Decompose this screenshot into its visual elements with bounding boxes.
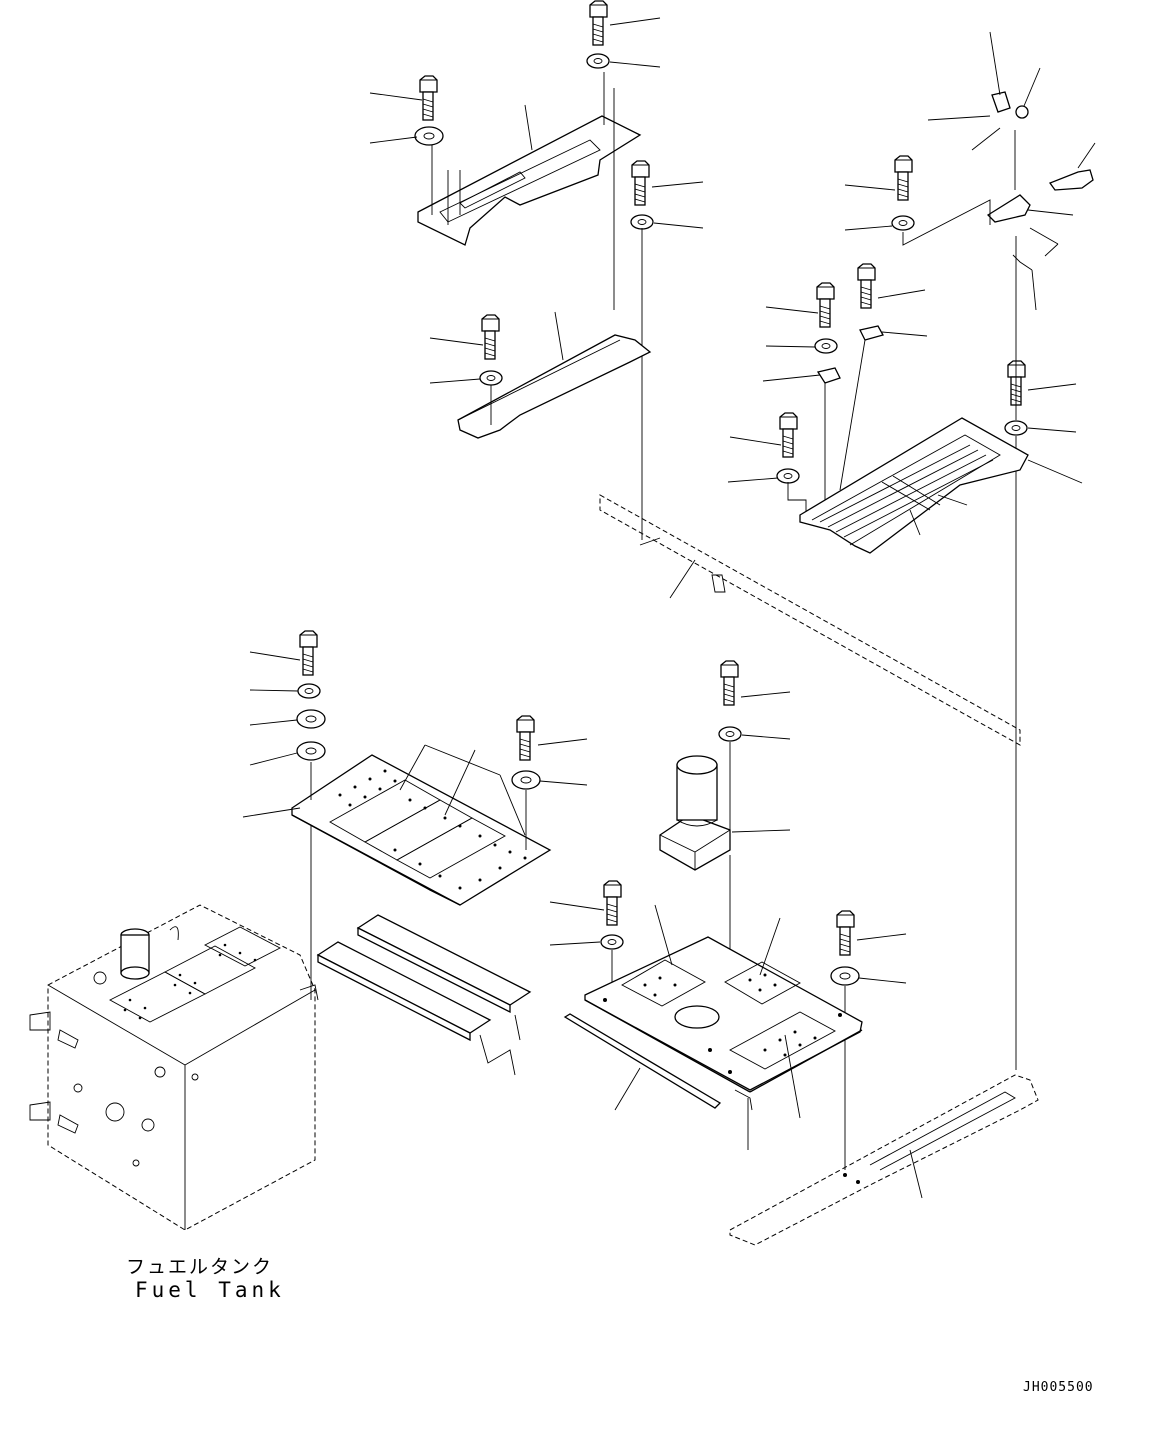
bolt-icon — [516, 715, 535, 761]
bolt-icon — [816, 282, 835, 328]
washer-icon — [296, 741, 326, 761]
dashed-rail — [599, 494, 1021, 746]
washer-icon — [830, 966, 860, 986]
perforation-dots — [338, 769, 527, 890]
bottom-rail — [729, 1074, 1039, 1246]
bolt-icon — [779, 412, 798, 458]
seal-strip — [563, 1013, 722, 1109]
fuel-tank-label-english: Fuel Tank — [135, 1278, 285, 1302]
plate-hole — [674, 1005, 720, 1029]
center-plate-group — [549, 660, 907, 1170]
washer-icon — [297, 683, 321, 699]
washer-icon — [296, 709, 326, 729]
bolt-icon — [1007, 360, 1026, 406]
hinge-icon — [986, 194, 1031, 223]
fuel-tank-label-japanese: フュエルタンク — [126, 1256, 274, 1278]
right-latch-group — [727, 31, 1096, 1070]
washer-icon — [600, 934, 624, 950]
washer-icon — [586, 53, 610, 69]
slotted-bracket-plate — [417, 115, 642, 246]
heat-shield-plate — [799, 417, 1029, 554]
washer-icon — [814, 338, 838, 354]
angle-bracket — [457, 334, 652, 439]
washer-icon — [630, 214, 654, 230]
washer-icon — [511, 770, 541, 790]
washer-icon — [776, 468, 800, 484]
washer-icon — [718, 726, 742, 742]
bolt-icon — [481, 314, 500, 360]
washer-icon — [891, 215, 915, 231]
plate-dots — [603, 973, 842, 1074]
bolt-icon — [720, 660, 739, 706]
bolt-icon — [419, 75, 438, 121]
drawing-id: JH005500 — [1023, 1380, 1094, 1395]
perforated-cover-plate — [291, 754, 552, 906]
washer-icon — [1004, 420, 1028, 436]
foam-pads — [316, 914, 532, 1076]
fuel-tank — [29, 904, 319, 1231]
washer-icon — [479, 370, 503, 386]
latch-icon — [991, 91, 1011, 113]
bolt-icon — [589, 0, 608, 46]
bolt-icon — [631, 160, 650, 206]
bolt-icon — [299, 630, 318, 676]
bolt-icon — [836, 910, 855, 956]
tank-perforation-dots — [123, 943, 257, 1020]
bolt-icon — [894, 155, 913, 201]
screw-icon — [857, 263, 876, 309]
washer-icon — [414, 126, 444, 146]
drain-plug-icon — [105, 1102, 125, 1122]
center-floor-plate — [584, 936, 863, 1091]
clip-icon — [859, 325, 884, 341]
clip-icon — [816, 367, 841, 384]
pin-icon — [1048, 169, 1094, 191]
bolt-icon — [603, 880, 622, 926]
upper-bracket-group — [369, 0, 704, 540]
left-cover-group — [242, 630, 588, 1000]
